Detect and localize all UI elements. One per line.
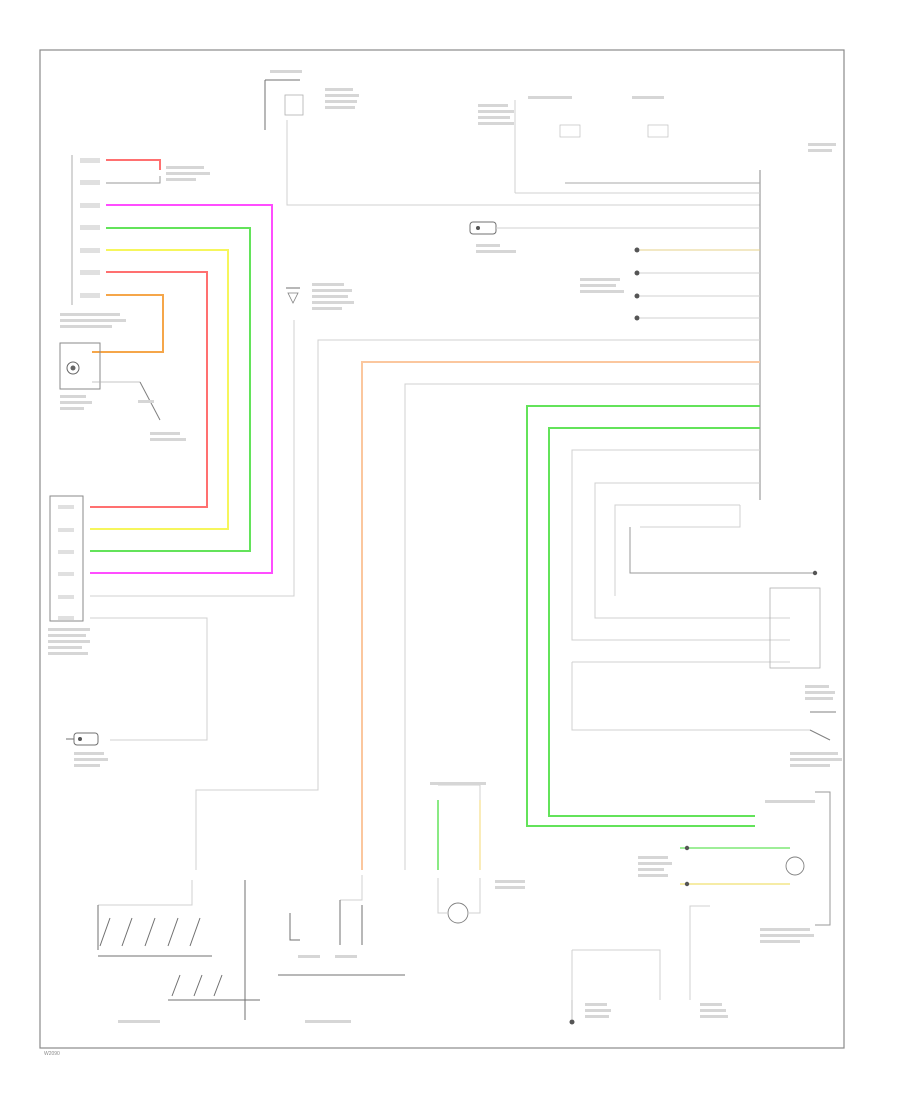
wire-yellow	[90, 249, 229, 530]
wire-green-ecm-1	[526, 405, 760, 827]
wire-gray-ecm-5	[614, 504, 740, 596]
wire-gray-ecm-2	[404, 383, 760, 870]
cruise-control-module	[48, 495, 90, 655]
data-link-connector	[580, 247, 760, 321]
ground-connector-left	[66, 732, 108, 767]
wire-gray-cruise-1	[90, 320, 295, 597]
indicator-lamp	[59, 342, 186, 441]
wire-gray-cruise-2	[90, 617, 208, 741]
fuse-group-right	[478, 96, 760, 194]
wire-gray-ecm-3	[571, 449, 790, 641]
cruise-main-switch	[769, 570, 842, 767]
wire-violet	[90, 204, 273, 574]
instrument-cluster-label	[166, 166, 204, 169]
stop-lamp-switch	[286, 283, 354, 310]
wire-green	[90, 227, 251, 552]
wire-red	[90, 271, 208, 508]
ground-right-bottom	[569, 949, 728, 1025]
wire-gray-ecm-7	[629, 527, 815, 574]
steering-sensor-connector	[638, 791, 831, 1000]
wire-gray-ecm-4	[594, 482, 790, 619]
wire-gray-ecm-6	[640, 505, 741, 528]
ground-connector-top	[469, 221, 760, 253]
wire-gray-ecm-9	[571, 662, 810, 731]
wire-red-top	[106, 159, 161, 170]
wire-black-top	[106, 176, 161, 184]
fuse-component-top	[264, 70, 359, 130]
diagram-frame	[39, 49, 845, 1049]
upper-left-connector	[71, 155, 100, 305]
spiral-cable	[430, 782, 525, 924]
engine-control-module	[759, 143, 836, 500]
wire-orange	[92, 294, 164, 353]
select-switch-left	[97, 880, 260, 1023]
wire-green-ecm-2	[548, 427, 760, 817]
figure-id: W2090	[44, 1051, 60, 1057]
wire-gray-top	[286, 120, 760, 206]
wire-gray-ecm-1	[195, 339, 760, 870]
upper-left-connector-label	[60, 313, 126, 328]
wire-lt-orange	[361, 361, 760, 870]
select-switch-right	[278, 875, 405, 1023]
